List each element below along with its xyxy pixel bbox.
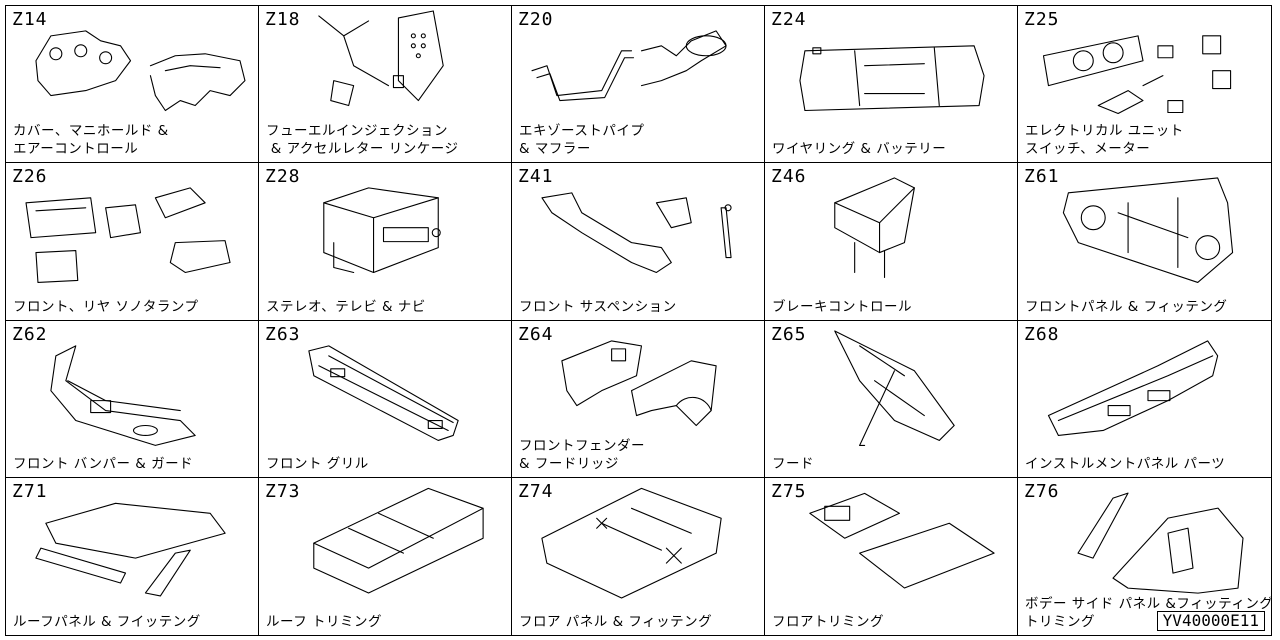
reference-code: YV40000E11 — [1156, 611, 1265, 631]
hood-icon — [765, 321, 1017, 477]
section-label: ルーフ トリミング — [266, 614, 382, 630]
section-code: Z46 — [771, 166, 807, 188]
floor-mat-icon — [765, 478, 1017, 635]
section-label: フロント グリル — [266, 455, 369, 472]
section-label: フロント、リヤ ソノタランプ — [13, 298, 199, 315]
section-code: Z41 — [518, 166, 554, 188]
parts-catalog-grid: Z14 カバー、マニホールド & エアーコントロール Z18 フューエルインジェ… — [5, 5, 1272, 636]
section-z76[interactable]: Z76 ボデー サイド パネル &フィッティング トリミング YV40000E1… — [1018, 478, 1271, 635]
section-code: Z61 — [1024, 166, 1060, 188]
section-code: Z18 — [265, 9, 301, 30]
section-z25[interactable]: Z25 エレクトリカル ユニット スイッチ、メーター — [1018, 6, 1271, 164]
fender-icon — [512, 321, 764, 477]
section-code: Z24 — [771, 9, 807, 30]
section-code: Z73 — [265, 480, 301, 502]
section-z14[interactable]: Z14 カバー、マニホールド & エアーコントロール — [6, 6, 259, 164]
section-code: Z64 — [518, 323, 554, 345]
section-label: ボデー サイド パネル &フィッティング トリミング — [1025, 596, 1271, 630]
section-label: ステレオ、テレビ & ナビ — [266, 298, 426, 315]
section-code: Z76 — [1024, 480, 1060, 502]
exhaust-icon — [512, 6, 764, 162]
pedal-icon — [259, 6, 511, 162]
section-label: ブレーキコントロール — [772, 298, 912, 315]
section-z61[interactable]: Z61 フロントパネル & フィッテング — [1018, 163, 1271, 321]
wiring-icon — [765, 6, 1017, 162]
section-z73[interactable]: Z73 ルーフ トリミング — [259, 477, 512, 635]
section-z24[interactable]: Z24 ワイヤリング & バッテリー — [765, 6, 1018, 164]
section-z41[interactable]: Z41 フロント サスペンション — [512, 163, 765, 321]
section-code: Z14 — [12, 9, 48, 30]
suspension-icon — [512, 163, 764, 319]
section-label: エレクトリカル ユニット スイッチ、メーター — [1025, 123, 1184, 158]
brake-icon — [765, 163, 1017, 319]
lamps-icon — [6, 163, 258, 319]
section-label: フロント サスペンション — [519, 298, 677, 315]
section-z46[interactable]: Z46 ブレーキコントロール — [765, 163, 1018, 321]
section-z18[interactable]: Z18 フューエルインジェクション & アクセルレター リンケージ — [259, 6, 512, 164]
dashboard-icon — [1018, 321, 1271, 477]
bumper-icon — [6, 321, 258, 477]
body-side-icon — [1018, 478, 1271, 635]
section-z74[interactable]: Z74 フロア パネル & フィッテング — [512, 477, 765, 635]
section-z65[interactable]: Z65 フード — [765, 320, 1018, 478]
section-z26[interactable]: Z26 フロント、リヤ ソノタランプ — [6, 163, 259, 321]
section-z71[interactable]: Z71 ルーフパネル & フイッテング — [6, 477, 259, 635]
section-label: フロント バンパー & ガード — [13, 455, 194, 472]
section-label: ルーフパネル & フイッテング — [13, 614, 201, 630]
electrical-icon — [1018, 6, 1271, 162]
section-code: Z74 — [518, 480, 554, 502]
section-code: Z71 — [12, 480, 48, 502]
section-label: フロントフェンダー & フードリッジ — [519, 437, 645, 472]
section-code: Z62 — [12, 323, 48, 345]
section-z68[interactable]: Z68 インストルメントパネル パーツ — [1018, 321, 1271, 478]
section-code: Z63 — [265, 323, 301, 345]
section-z28[interactable]: Z28 ステレオ、テレビ & ナビ — [259, 163, 512, 321]
section-z63[interactable]: Z63 フロント グリル — [259, 320, 512, 478]
front-panel-icon — [1018, 163, 1271, 319]
section-label: ワイヤリング & バッテリー — [772, 141, 947, 158]
section-z20[interactable]: Z20 エキゾーストパイプ & マフラー — [512, 6, 765, 164]
section-code: Z20 — [518, 9, 554, 30]
section-code: Z65 — [771, 323, 807, 345]
section-label: フロントパネル & フィッテング — [1025, 298, 1228, 315]
section-label: フード — [772, 455, 814, 472]
section-label: カバー、マニホールド & エアーコントロール — [13, 123, 169, 158]
floor-icon — [512, 478, 764, 635]
manifold-icon — [6, 6, 258, 162]
stereo-icon — [259, 163, 511, 319]
section-label: エキゾーストパイプ & マフラー — [519, 123, 645, 158]
section-code: Z26 — [12, 166, 48, 188]
roof-icon — [6, 478, 258, 635]
section-code: Z28 — [265, 166, 301, 188]
roof-trim-icon — [259, 478, 511, 635]
section-label: インストルメントパネル パーツ — [1025, 455, 1226, 472]
section-z62[interactable]: Z62 フロント バンパー & ガード — [6, 320, 259, 478]
grille-icon — [259, 321, 511, 477]
section-code: Z75 — [771, 480, 807, 502]
section-z64[interactable]: Z64 フロントフェンダー & フードリッジ — [512, 320, 765, 478]
section-label: フロアトリミング — [772, 614, 884, 630]
section-label: フロア パネル & フィッテング — [519, 614, 713, 630]
section-label: フューエルインジェクション & アクセルレター リンケージ — [266, 123, 459, 158]
section-code: Z25 — [1024, 9, 1060, 30]
section-z75[interactable]: Z75 フロアトリミング — [765, 477, 1018, 635]
section-code: Z68 — [1024, 323, 1060, 345]
